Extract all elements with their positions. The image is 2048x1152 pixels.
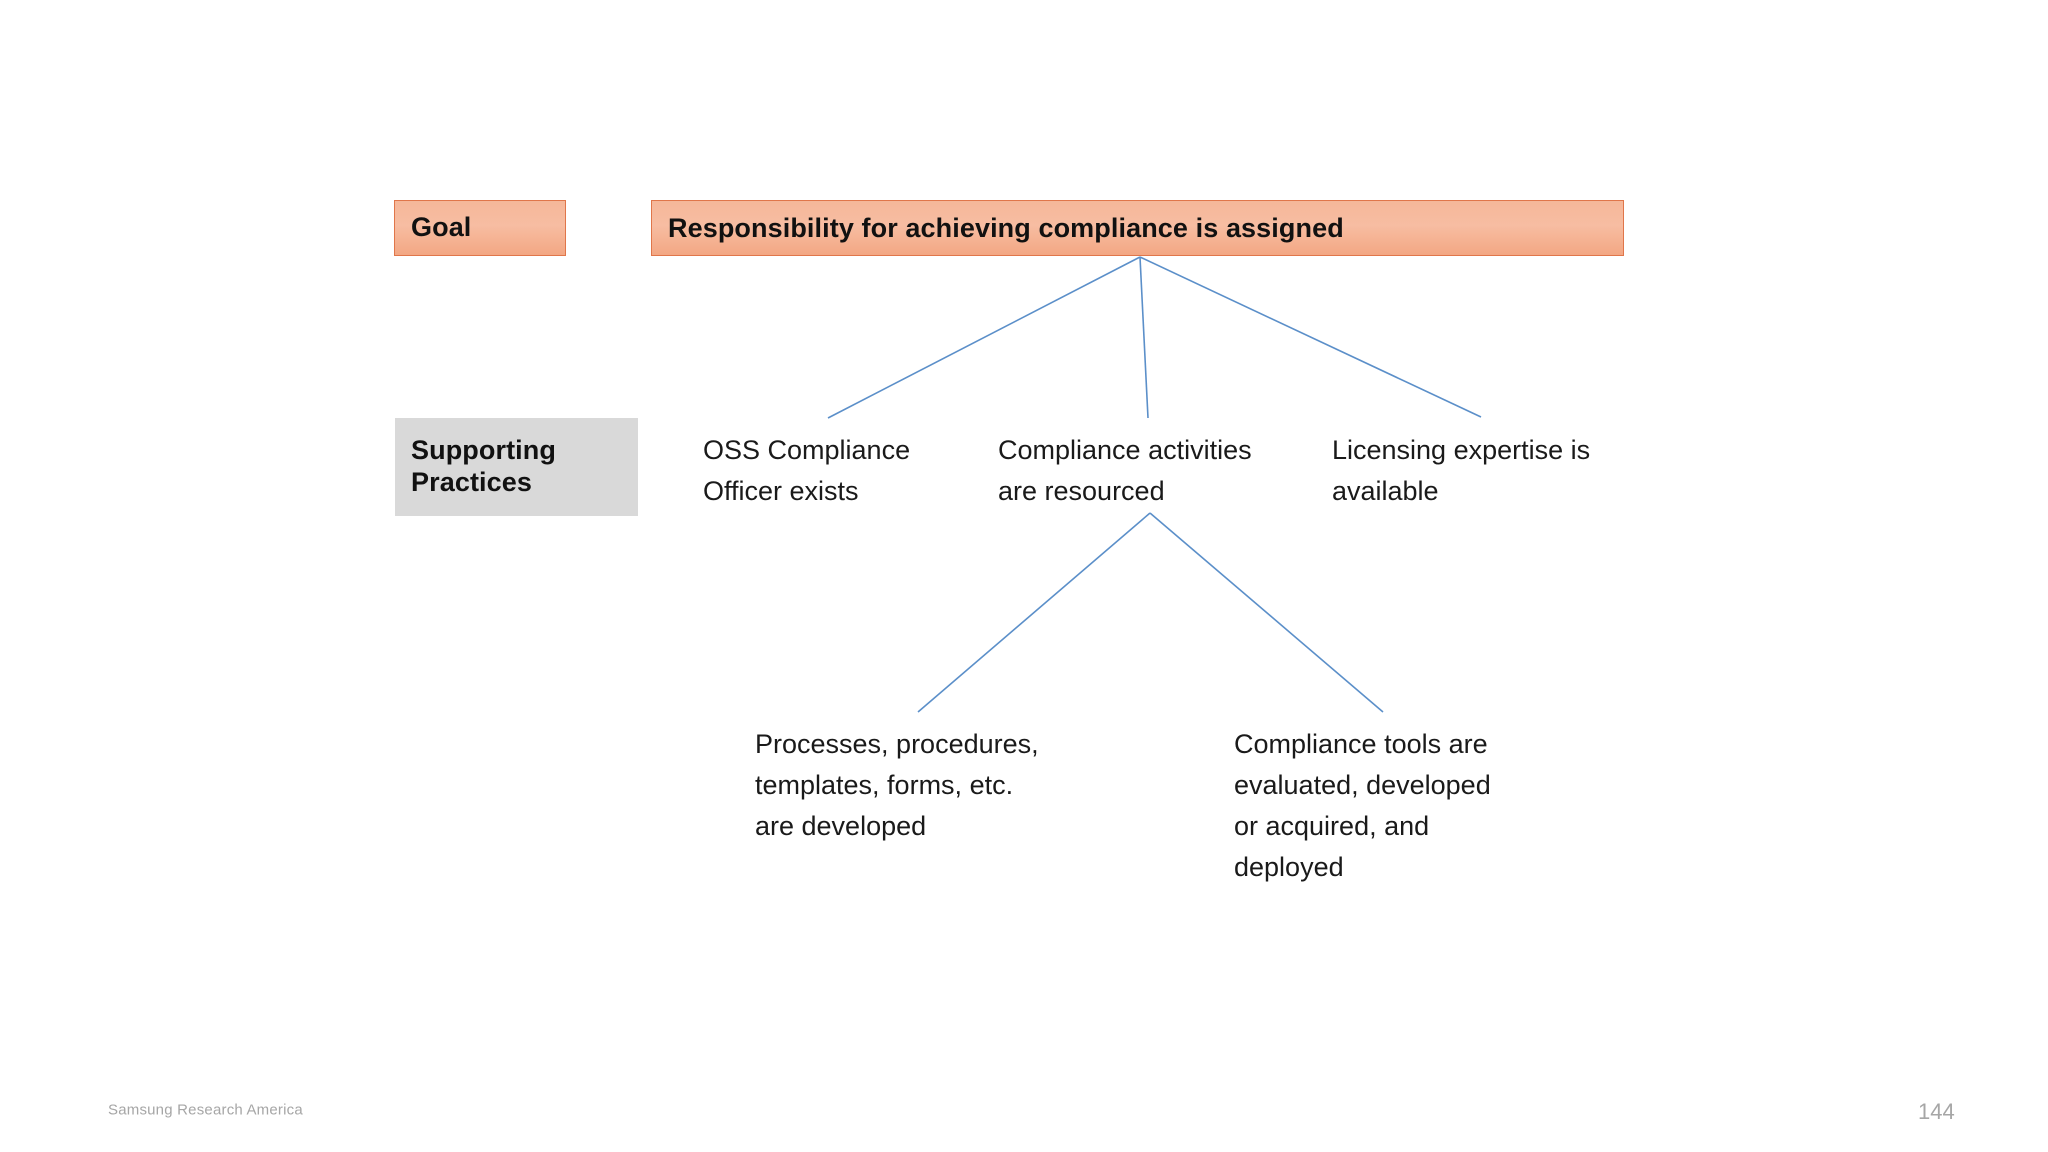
practice-node-compliance-activities-resourced: Compliance activities are resourced bbox=[998, 435, 1252, 506]
practice-node-oss-compliance-officer: OSS Compliance Officer exists bbox=[703, 435, 911, 506]
goal-row-label-box: Goal bbox=[394, 200, 566, 256]
connector-goal-to-activities bbox=[1139, 256, 1149, 419]
goal-row-label: Goal bbox=[411, 212, 472, 243]
goal-statement-text: Responsibility for achieving compliance … bbox=[668, 212, 1344, 243]
footer-brand-text: Samsung Research America bbox=[108, 1101, 303, 1119]
supporting-practices-label-box: Supporting Practices bbox=[395, 418, 638, 516]
connector-goal-to-oss bbox=[827, 256, 1141, 419]
connector-goal-to-licensing bbox=[1139, 256, 1482, 418]
sub-practice-node-compliance-tools: Compliance tools are evaluated, develope… bbox=[1234, 729, 1491, 882]
footer-page-number: 144 bbox=[1918, 1099, 1955, 1124]
practice-node-licensing-expertise-available: Licensing expertise is available bbox=[1332, 435, 1591, 506]
goal-statement-banner: Responsibility for achieving compliance … bbox=[651, 200, 1624, 256]
connector-activities-to-tools bbox=[1149, 512, 1384, 713]
sub-practice-node-processes-procedures: Processes, procedures, templates, forms,… bbox=[755, 729, 1039, 841]
connector-activities-to-processes bbox=[917, 512, 1151, 713]
supporting-practices-label: Supporting Practices bbox=[411, 435, 556, 497]
